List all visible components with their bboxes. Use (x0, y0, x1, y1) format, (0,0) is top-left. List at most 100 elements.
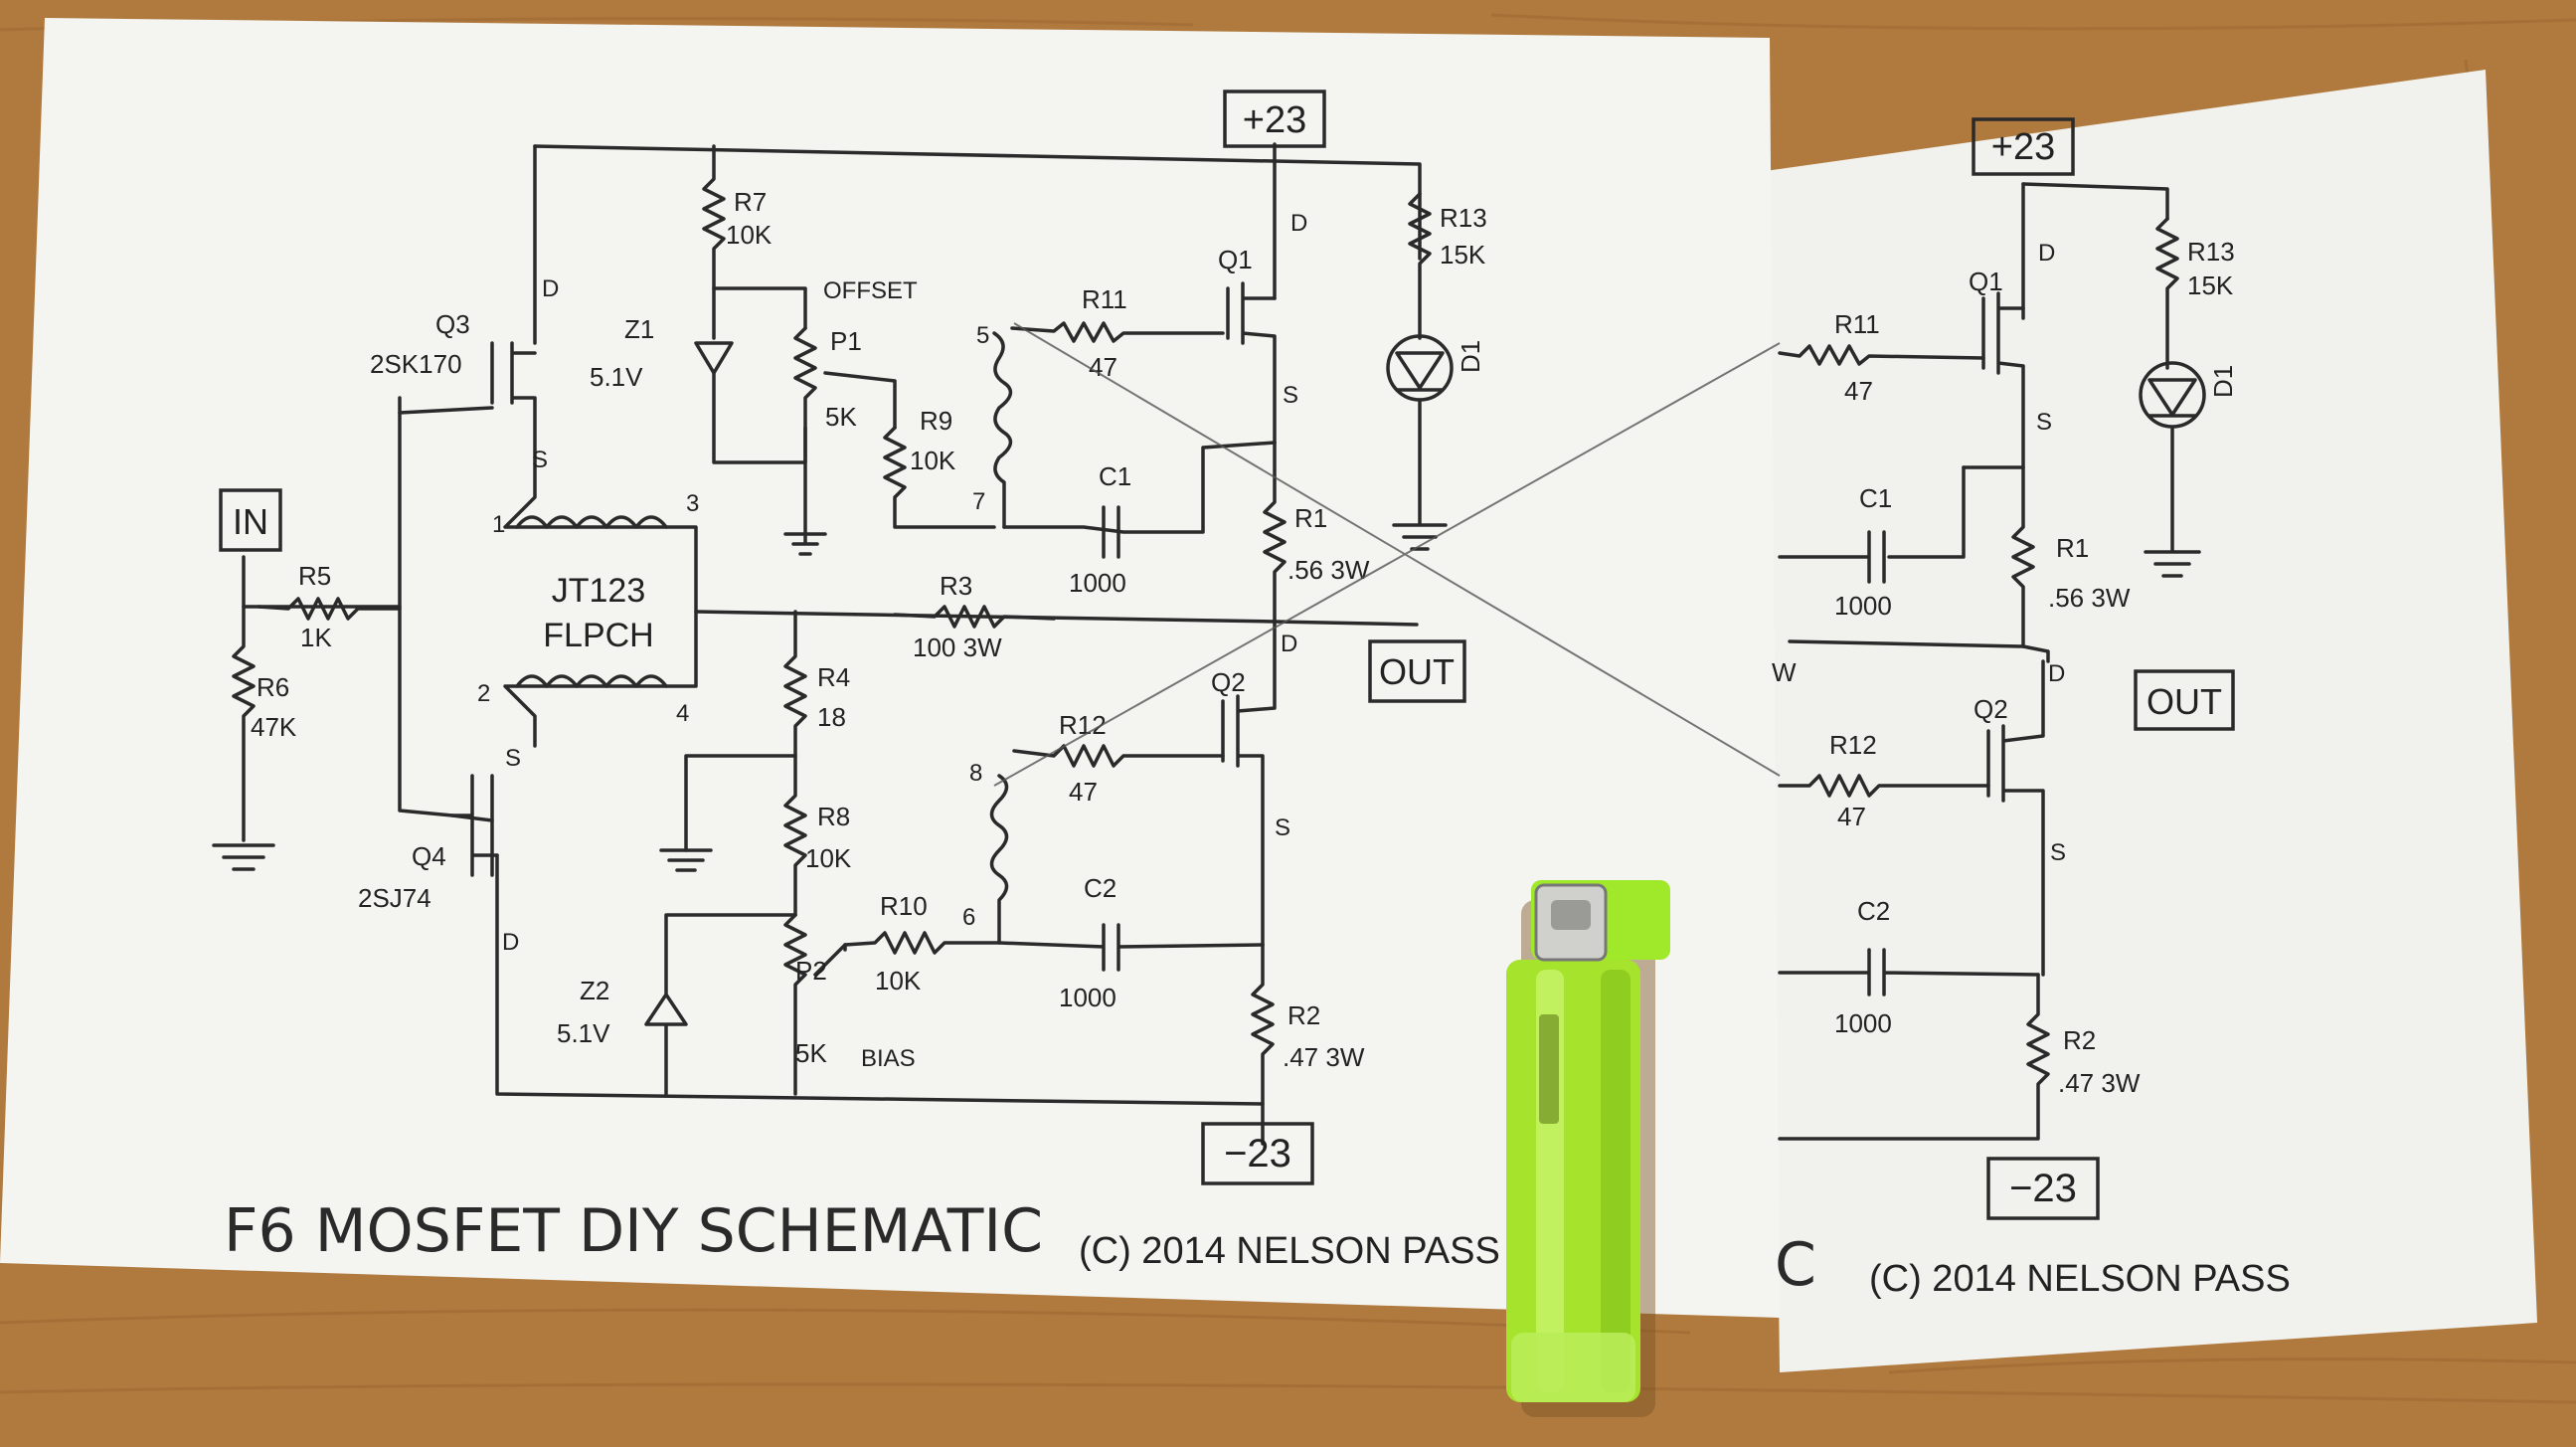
q4-name: Q4 (412, 841, 446, 871)
r8-value: 10K (805, 843, 852, 873)
q4-source-letter: S (505, 745, 521, 772)
q2-drain-letter: D (1281, 631, 1297, 657)
second-schematic (1778, 182, 2206, 1141)
lighter-fork (1539, 1014, 1559, 1124)
r5-name: R5 (298, 561, 331, 591)
r5-value: 1K (300, 623, 332, 652)
p2-name: P2 (795, 956, 827, 986)
neg-rail-box (1201, 1122, 1314, 1185)
second-out-label: OUT (2147, 681, 2222, 722)
p2-value: 5K (795, 1038, 827, 1068)
second-copyright: (C) 2014 NELSON PASS (1869, 1258, 2291, 1300)
second-r12-name: R12 (1829, 730, 1877, 760)
r3-name: R3 (940, 571, 972, 601)
second-q2-drain: D (2048, 660, 2065, 687)
second-title-fragment: C (1775, 1230, 1816, 1300)
second-q1-source: S (2036, 409, 2052, 436)
neg-rail-label: −23 (1224, 1132, 1291, 1176)
main-boxes (219, 90, 1466, 1185)
r2-name: R2 (1288, 1000, 1320, 1030)
second-left-fragment: W (1772, 657, 1797, 687)
second-r1-name: R1 (2056, 533, 2089, 563)
q4-part: 2SJ74 (358, 883, 431, 913)
q1-name: Q1 (1218, 245, 1253, 274)
z1-name: Z1 (624, 314, 654, 344)
second-r13-value: 15K (2187, 271, 2234, 300)
pin-1: 1 (492, 511, 505, 538)
c1-value: 1000 (1069, 568, 1126, 598)
second-q2-source: S (2050, 839, 2066, 866)
pin-4: 4 (676, 700, 689, 727)
pos-rail-label: +23 (1243, 99, 1306, 141)
r6-name: R6 (257, 672, 289, 702)
main-copyright: (C) 2014 NELSON PASS (1079, 1230, 1500, 1272)
second-sheet (1765, 70, 2537, 1372)
second-q1-drain: D (2038, 240, 2055, 267)
r4-value: 18 (817, 702, 846, 732)
second-r13-name: R13 (2187, 237, 2235, 267)
z2-name: Z2 (580, 976, 609, 1005)
pin-2: 2 (477, 680, 490, 707)
bias-note: BIAS (861, 1045, 916, 1072)
second-r2-name: R2 (2063, 1025, 2096, 1055)
second-q2-name: Q2 (1974, 694, 2008, 724)
r7-name: R7 (734, 187, 767, 217)
r10-value: 10K (875, 966, 922, 995)
second-q1-name: Q1 (1969, 267, 2003, 296)
q1-source-letter: S (1283, 382, 1298, 409)
transformer-line2: FLPCH (543, 617, 653, 654)
second-labels: +23 OUT −23 Q1 D S R13 15K D1 R11 47 C1 … (1772, 126, 2291, 1300)
r13-name: R13 (1440, 203, 1487, 233)
r11-name: R11 (1082, 284, 1127, 314)
second-d1-name: D1 (2208, 365, 2238, 398)
out-label: OUT (1379, 651, 1455, 692)
main-sheet (0, 18, 1780, 1318)
q3-name: Q3 (435, 309, 470, 339)
second-c2-value: 1000 (1834, 1008, 1892, 1038)
r10-name: R10 (880, 891, 928, 921)
q3-part: 2SK170 (370, 349, 462, 379)
second-pos-rail-label: +23 (1991, 126, 2055, 168)
second-c1-value: 1000 (1834, 591, 1892, 621)
second-c2-name: C2 (1857, 896, 1890, 926)
r1-name: R1 (1294, 503, 1327, 533)
r6-value: 47K (251, 712, 297, 742)
c1-name: C1 (1099, 461, 1131, 491)
lighter-wheel (1551, 900, 1591, 930)
r3-value: 100 3W (913, 633, 1002, 662)
in-label: IN (233, 501, 268, 542)
r13-value: 15K (1440, 240, 1486, 270)
second-out-box (2134, 669, 2235, 731)
second-r2-value: .47 3W (2058, 1068, 2141, 1098)
lighter-icon (1506, 880, 1670, 1417)
r4-name: R4 (817, 662, 850, 692)
q2-source-letter: S (1275, 814, 1290, 841)
second-boxes (1972, 117, 2235, 1220)
r1-value: .56 3W (1288, 555, 1370, 585)
second-r11-value: 47 (1844, 376, 1873, 406)
transformer-line1: JT123 (552, 572, 646, 610)
z1-value: 5.1V (590, 362, 643, 392)
pin-6: 6 (962, 904, 975, 931)
q2-name: Q2 (1211, 667, 1246, 697)
r9-name: R9 (920, 406, 952, 436)
c2-value: 1000 (1059, 983, 1116, 1012)
in-box (219, 488, 282, 552)
main-schematic (212, 142, 1454, 1146)
second-neg-rail-label: −23 (2009, 1167, 2077, 1210)
q4-drain-letter: D (502, 929, 519, 956)
second-neg-rail-box (1986, 1157, 2100, 1220)
r12-value: 47 (1069, 777, 1098, 807)
schematic-title: F6 MOSFET DIY SCHEMATIC (224, 1196, 1043, 1266)
pin-3: 3 (686, 490, 699, 517)
pin-7: 7 (972, 488, 985, 515)
r2-value: .47 3W (1283, 1042, 1365, 1072)
second-c1-name: C1 (1859, 483, 1892, 513)
c2-name: C2 (1084, 873, 1116, 903)
pin-8: 8 (969, 760, 982, 787)
lighter-shade (1601, 970, 1631, 1392)
second-r12-value: 47 (1837, 802, 1866, 831)
second-r1-value: .56 3W (2048, 583, 2131, 613)
offset-note: OFFSET (823, 277, 918, 304)
r11-value: 47 (1089, 352, 1117, 382)
